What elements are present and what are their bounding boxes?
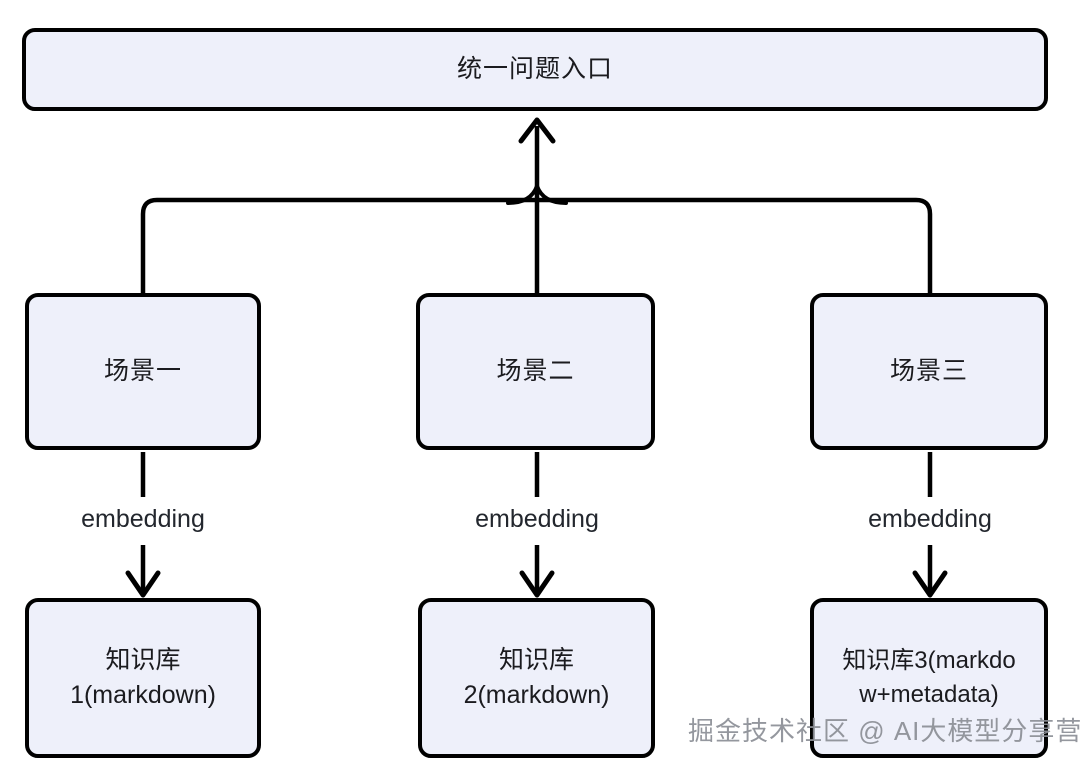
node-scene-1[interactable]: 场景一 [25,293,261,450]
node-scene-2-label: 场景二 [496,356,575,385]
edge-label-embedding-1: embedding [72,503,214,536]
node-scene-3-label: 场景三 [889,356,968,385]
node-scene-3[interactable]: 场景三 [810,293,1048,450]
node-knowledge-base-3[interactable]: 知识库3(markdo w+metadata) [810,598,1048,758]
edge-label-embedding-2: embedding [466,503,608,536]
node-knowledge-base-2[interactable]: 知识库 2(markdown) [418,598,655,758]
node-knowledge-base-1[interactable]: 知识库 1(markdown) [25,598,261,758]
node-entry-label: 统一问题入口 [456,54,613,83]
node-scene-2[interactable]: 场景二 [416,293,655,450]
node-kb-2-label: 知识库 2(markdown) [463,645,610,710]
fan-out-bus-connector [140,184,933,293]
node-scene-1-label: 场景一 [103,356,182,385]
edge-label-embedding-3: embedding [859,503,1001,536]
watermark-text: 掘金技术社区 @ AI大模型分享营 [688,716,1080,746]
node-kb-3-label: 知识库3(markdo w+metadata) [842,646,1016,708]
node-unified-question-entry[interactable]: 统一问题入口 [22,28,1048,111]
node-kb-1-label: 知识库 1(markdown) [70,645,216,710]
entry-arrow-connector [518,117,556,202]
